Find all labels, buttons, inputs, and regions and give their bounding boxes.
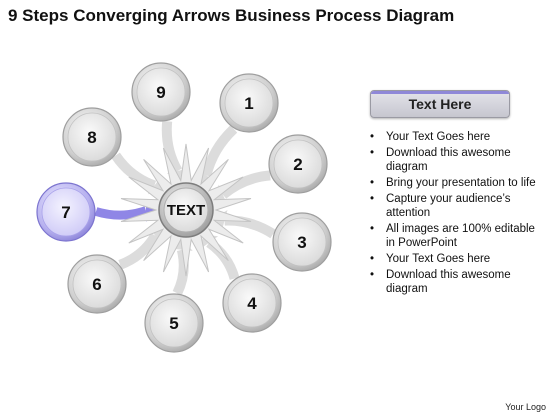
step-circle-3: 3 bbox=[272, 212, 332, 272]
step-number-8: 8 bbox=[87, 128, 96, 147]
footer-logo: Your Logo bbox=[505, 402, 546, 412]
arrow-step-1 bbox=[201, 125, 238, 177]
center-node: TEXT bbox=[158, 182, 214, 238]
bullet-item: All images are 100% editable in PowerPoi… bbox=[366, 222, 536, 250]
bullet-item: Download this awesome diagram bbox=[366, 146, 536, 174]
bullet-item: Your Text Goes here bbox=[366, 130, 536, 144]
page-title: 9 Steps Converging Arrows Business Proce… bbox=[8, 6, 455, 25]
arrow-step-6 bbox=[118, 232, 160, 270]
step-circle-1: 1 bbox=[219, 73, 279, 133]
bullet-list: Your Text Goes here Download this awesom… bbox=[366, 130, 536, 298]
step-circle-6: 6 bbox=[67, 254, 127, 314]
arrow-step-4 bbox=[206, 238, 240, 280]
step-number-3: 3 bbox=[297, 233, 306, 252]
center-label: TEXT bbox=[167, 202, 205, 219]
step-number-2: 2 bbox=[293, 155, 302, 174]
step-circle-4: 4 bbox=[222, 273, 282, 333]
bullet-item: Your Text Goes here bbox=[366, 252, 536, 266]
arrow-step-3 bbox=[224, 215, 276, 239]
arrow-step-9 bbox=[161, 120, 183, 174]
step-circles: 1 2 3 4 5 6 7 8 9 bbox=[36, 62, 332, 353]
step-number-7: 7 bbox=[61, 203, 70, 222]
step-number-5: 5 bbox=[169, 314, 178, 333]
step-circle-5: 5 bbox=[144, 293, 204, 353]
step-circle-9: 9 bbox=[131, 62, 191, 122]
step-circle-8: 8 bbox=[62, 107, 122, 167]
step-number-4: 4 bbox=[247, 294, 257, 313]
converging-arrows-diagram: 1 2 3 4 5 6 7 8 9 TEXT bbox=[36, 62, 332, 353]
step-number-1: 1 bbox=[244, 94, 253, 113]
bullet-item: Capture your audience’s attention bbox=[366, 192, 536, 220]
panel-header-text: Text Here bbox=[408, 96, 472, 112]
panel-header: Text Here bbox=[370, 90, 510, 118]
arrow-step-8 bbox=[111, 152, 157, 191]
step-number-6: 6 bbox=[92, 275, 101, 294]
step-number-9: 9 bbox=[156, 83, 165, 102]
bullet-item: Bring your presentation to life bbox=[366, 176, 536, 190]
step-circle-2: 2 bbox=[268, 134, 328, 194]
bullet-item: Download this awesome diagram bbox=[366, 268, 536, 296]
step-circle-7: 7 bbox=[36, 182, 96, 242]
arrow-step-2 bbox=[219, 170, 271, 199]
arrow-step-7 bbox=[94, 206, 148, 220]
